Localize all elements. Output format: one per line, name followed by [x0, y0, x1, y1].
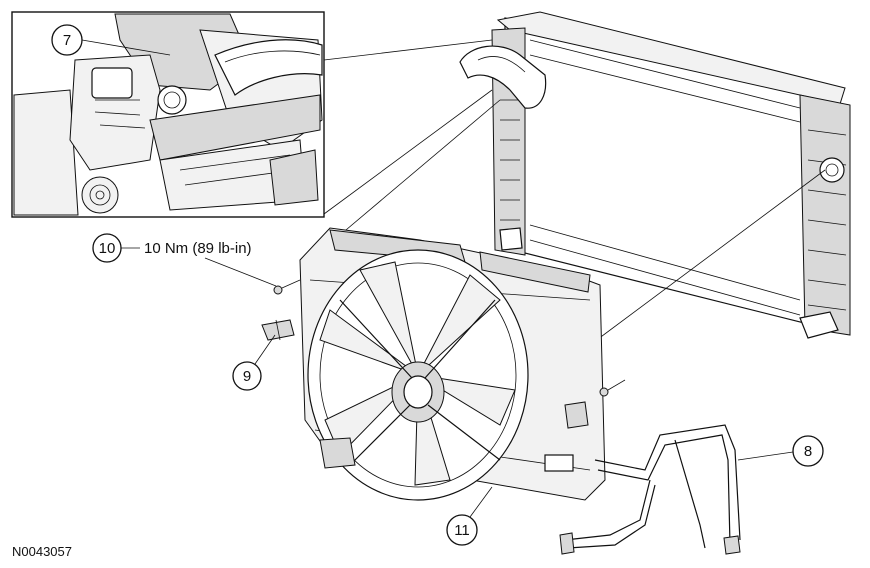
torque-spec: 10 Nm (89 lb-in) — [144, 240, 252, 257]
radiator-core-fins — [529, 39, 801, 316]
callout-8: 8 — [737, 435, 824, 467]
fan-shroud-assembly — [299, 227, 606, 501]
callout-9-label: 9 — [243, 368, 251, 385]
callout-11-label: 11 — [454, 522, 470, 539]
figure-reference-id: N0043057 — [12, 544, 72, 559]
callout-7-label: 7 — [63, 32, 71, 49]
callout-7: 7 — [51, 24, 171, 56]
detail-inset — [11, 11, 325, 218]
callout-9: 9 — [232, 334, 276, 391]
callout-10: 10 10 Nm (89 lb-in) — [92, 233, 277, 287]
radiator — [459, 11, 851, 339]
callout-11: 11 — [446, 486, 493, 546]
callout-8-label: 8 — [804, 443, 812, 460]
callout-10-label: 10 — [99, 240, 116, 257]
bolt-item-10 — [273, 279, 301, 295]
inset-leader-lines — [323, 39, 493, 215]
cooler-lines-item-8 — [559, 424, 741, 555]
alignment-lines — [339, 99, 826, 346]
clip-item-9 — [261, 319, 295, 341]
bolt-right-side — [599, 379, 626, 397]
